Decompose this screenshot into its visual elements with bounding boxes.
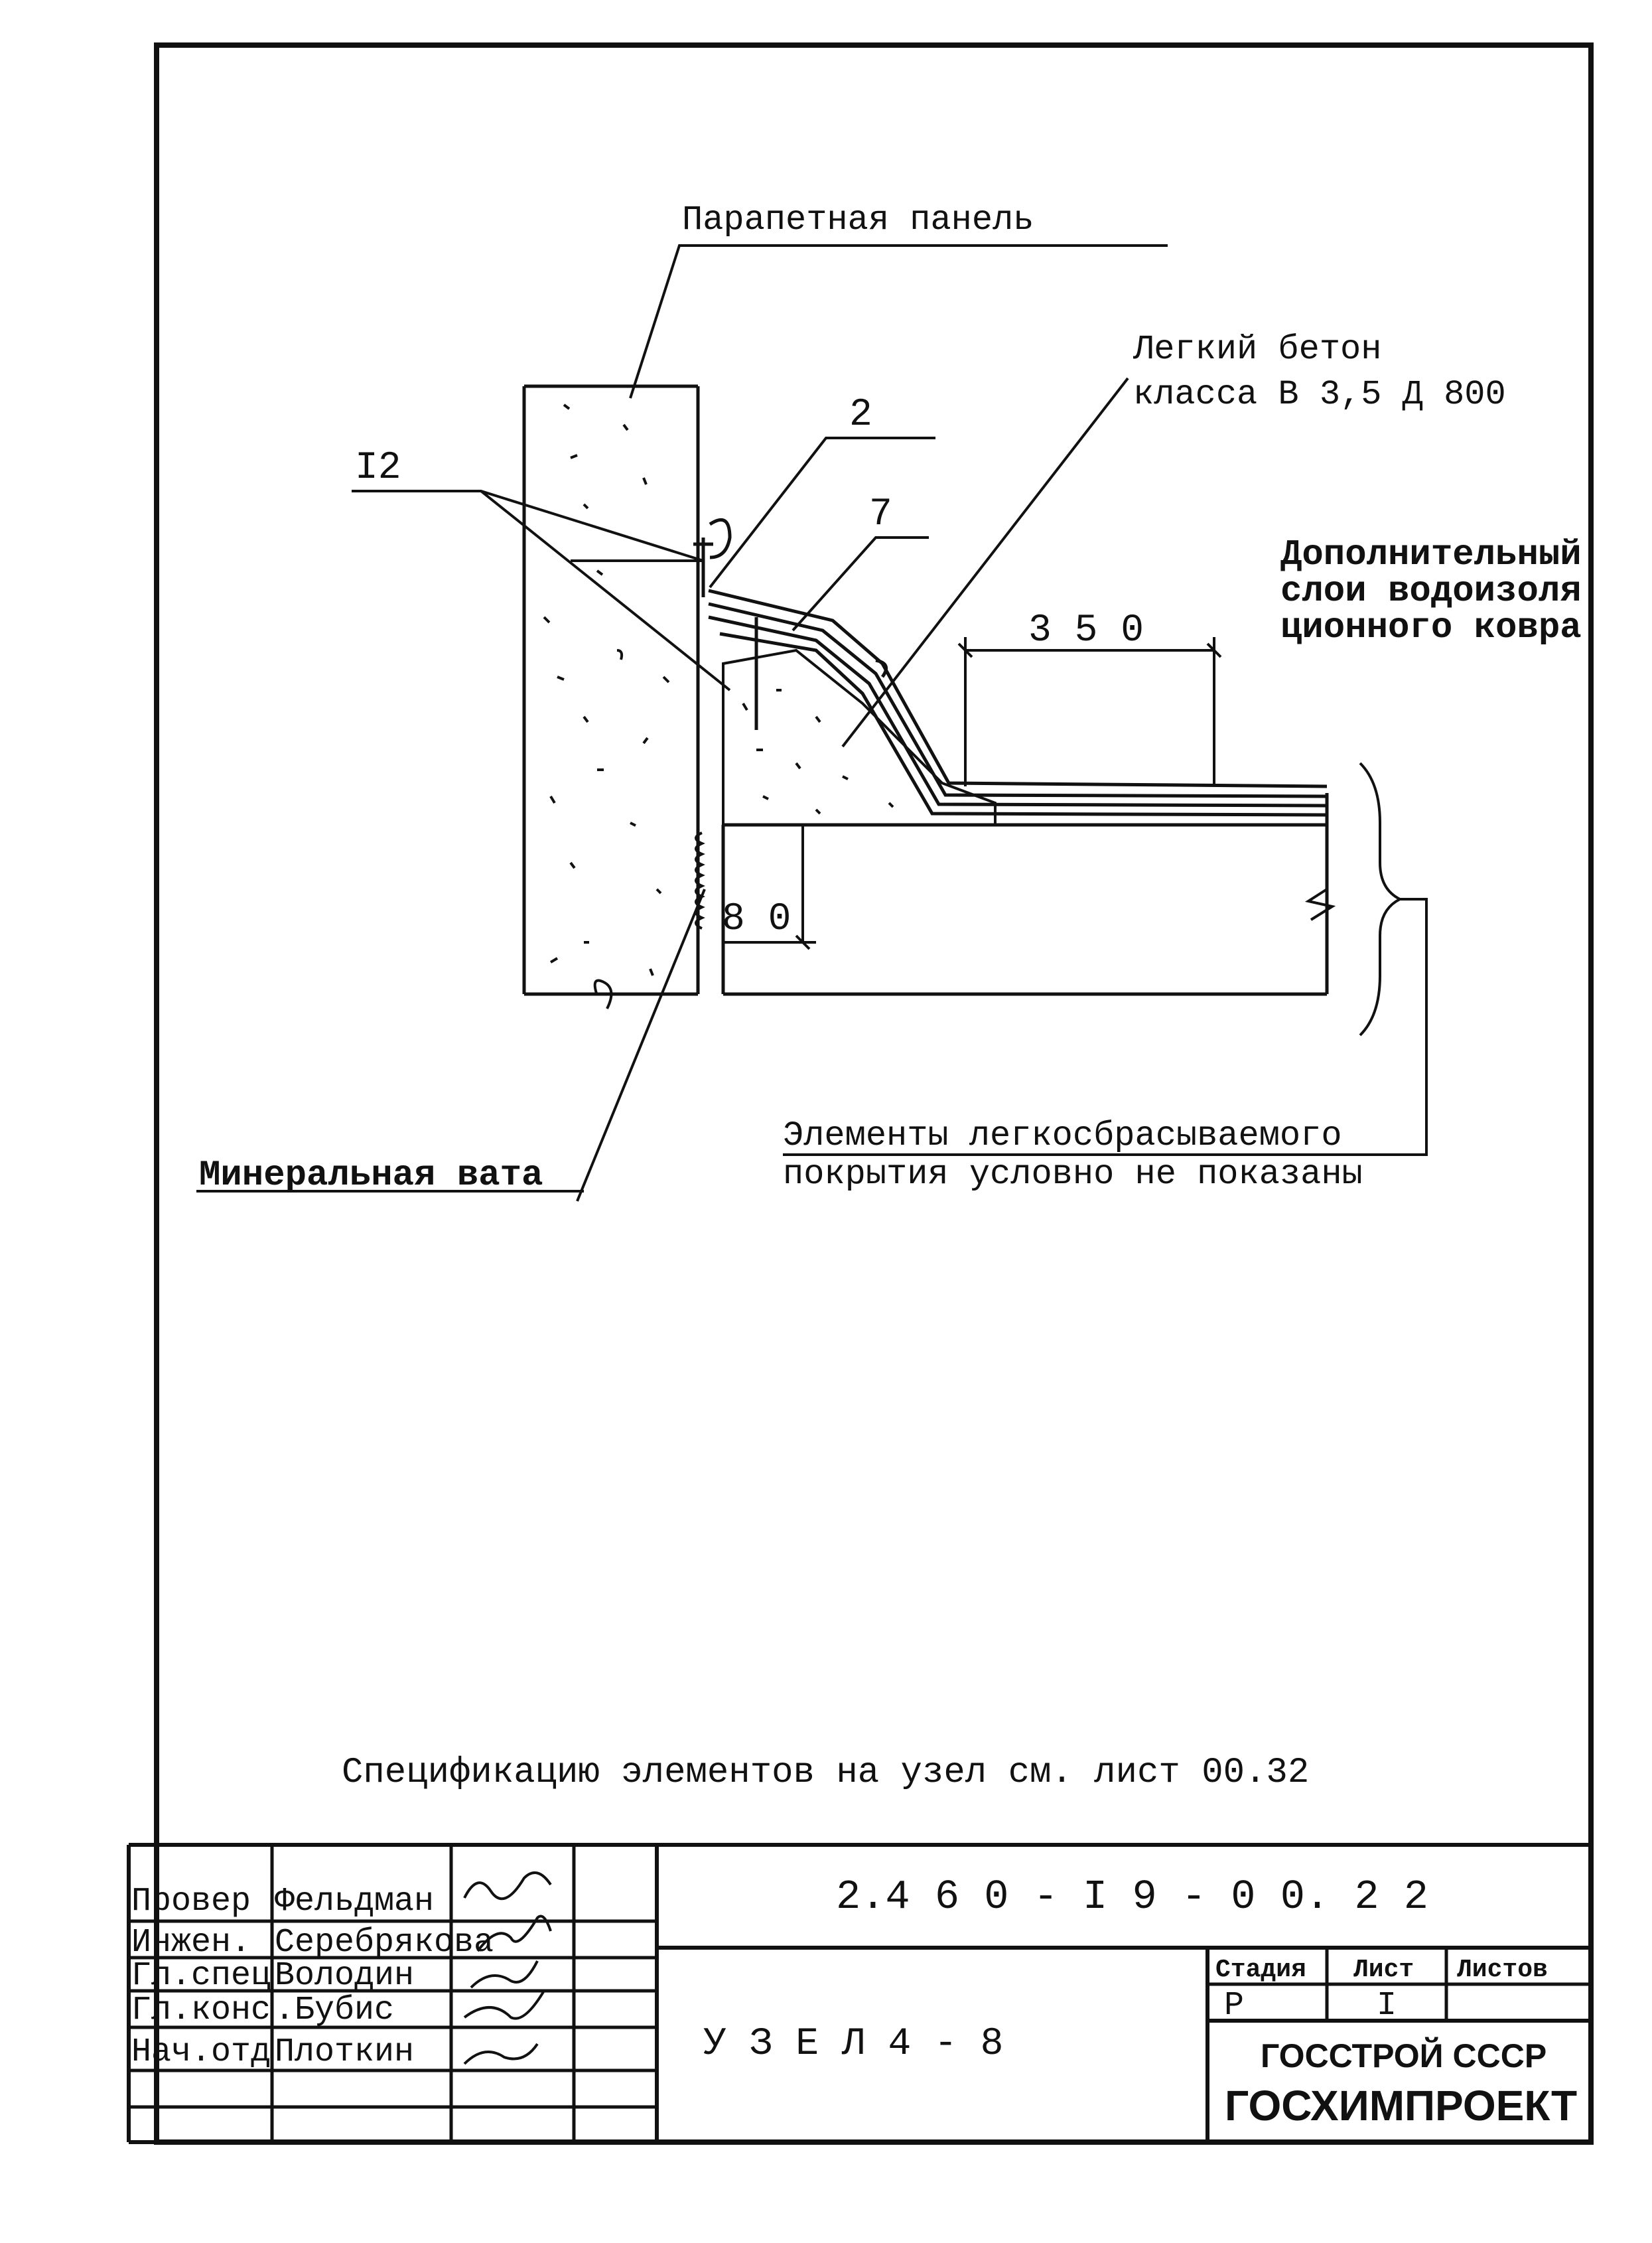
signer-role-3: Гл.спец <box>131 1957 271 1995</box>
title-block-text: Провер Фельдман Инжен. Серебрякова Гл.сп… <box>131 1871 1577 2130</box>
light-concrete-hatch <box>742 689 894 815</box>
signer-role-4: Гл.конс <box>131 1991 271 2029</box>
label-extra-layer-3: ционного ковра <box>1280 608 1582 648</box>
label-light-concrete-1: Легкий бетон <box>1133 330 1381 369</box>
leader-note <box>783 898 1428 1156</box>
signatures <box>463 1871 552 2065</box>
waterproofing-layers <box>708 589 1328 817</box>
light-concrete-fill <box>722 648 997 826</box>
callout-item-2: 2 <box>849 394 872 437</box>
stage-value: Р <box>1224 1987 1244 2025</box>
signer-name-1: Фельдман <box>275 1883 434 1920</box>
label-extra-layer-2: слои водоизоля <box>1280 571 1582 612</box>
label-note-2: покрытия условно не показаны <box>783 1155 1363 1194</box>
stage-header: Стадия <box>1215 1956 1306 1984</box>
label-light-concrete-2: класса В 3,5 Д 800 <box>1133 375 1506 414</box>
signer-role-5: Нач.отд <box>131 2033 271 2071</box>
sheet-header: Лист <box>1353 1956 1414 1984</box>
sheet-value: I <box>1377 1987 1397 2025</box>
signer-role-2: Инжен. <box>131 1924 251 1962</box>
leader-light-concrete <box>841 377 1129 748</box>
drawing-labels: Парапетная панель Легкий бетон класса В … <box>199 200 1582 1196</box>
dimension-350-label: 3 5 0 <box>1028 609 1144 652</box>
dimension-80-label: 8 0 <box>722 898 791 941</box>
dimension-80 <box>723 825 816 950</box>
parapet-panel <box>522 384 700 1009</box>
label-note-1: Элементы легкосбрасываемого <box>783 1116 1342 1155</box>
callout-item-7: 7 <box>869 493 892 536</box>
spec-note: Спецификацию элементов на узел см. лист … <box>342 1753 1309 1793</box>
signer-name-3: Володин <box>275 1957 414 1995</box>
signer-role-1: Провер <box>131 1883 251 1920</box>
section-drawing <box>196 244 1428 1202</box>
concrete-hatch <box>543 403 670 976</box>
label-mineral-wool: Минеральная вата <box>199 1155 543 1196</box>
label-parapet-panel: Парапетная панель <box>682 200 1034 240</box>
label-extra-layer-1: Дополнительный <box>1280 535 1582 575</box>
leader-mineral-wool <box>576 889 706 1202</box>
brace-not-shown <box>1359 762 1403 1037</box>
doc-code: 2.4 6 0 - I 9 - 0 0. 2 2 <box>836 1873 1428 1920</box>
title-block <box>127 1843 1591 2144</box>
leader-item-12 <box>352 490 731 691</box>
dimension-350 <box>957 637 1222 786</box>
leader-item-2 <box>709 437 935 589</box>
anchor-bolt <box>693 518 758 730</box>
signer-name-4: .Бубис <box>275 1991 394 2029</box>
signer-name-2: Серебрякова <box>275 1924 494 1962</box>
org-line-1: ГОССТРОЙ СССР <box>1261 2037 1547 2074</box>
roof-slab <box>721 793 1336 996</box>
sheets-header: Листов <box>1457 1956 1548 1984</box>
sheet-frame <box>154 42 1594 2145</box>
leader-parapet-panel <box>629 244 1168 399</box>
org-line-2: ГОСХИМПРОЕКТ <box>1225 2082 1577 2130</box>
leader-item-7 <box>792 536 929 632</box>
signer-name-5: Плоткин <box>275 2033 414 2071</box>
node-title: У З Е Л 4 - 8 <box>703 2023 1003 2066</box>
callout-item-12: I2 <box>355 447 401 490</box>
